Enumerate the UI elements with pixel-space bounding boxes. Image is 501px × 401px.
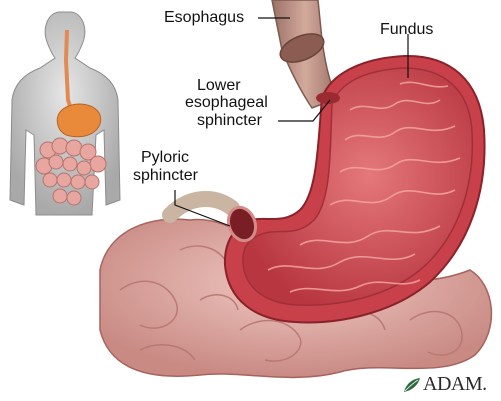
body-thumbnail <box>10 12 120 215</box>
adam-logo: ADAM. <box>402 373 487 396</box>
label-pyloric-line2: sphincter <box>133 166 198 185</box>
label-pyloric-line1: Pyloric <box>141 148 189 167</box>
brand-text: ADAM. <box>423 373 487 396</box>
label-esophagus: Esophagus <box>164 8 244 27</box>
label-fundus: Fundus <box>380 20 433 39</box>
label-lower-line3: sphincter <box>197 111 262 130</box>
label-lower-line2: esophageal <box>185 93 268 112</box>
leaf-icon <box>402 376 422 394</box>
